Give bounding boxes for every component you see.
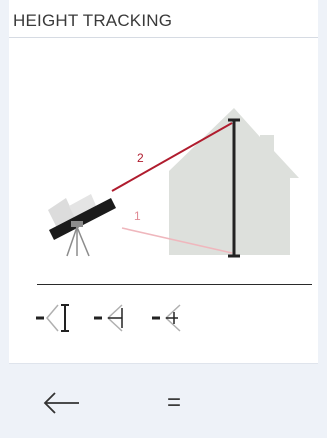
tracking-mode-selector — [30, 296, 230, 340]
frame-right-edge — [318, 0, 327, 438]
lower-line-label: 1 — [134, 209, 141, 223]
upper-measure-line — [111, 122, 233, 192]
mode-button-angle-offset[interactable] — [146, 296, 198, 340]
mode-button-height-bracket[interactable] — [30, 296, 82, 340]
footer-bar: = — [9, 363, 318, 438]
page-title: HEIGHT TRACKING — [13, 11, 173, 30]
angle-mode-icon — [94, 304, 123, 332]
section-divider — [37, 284, 312, 285]
lower-measure-line — [121, 227, 233, 254]
illustration-svg: 2 1 — [48, 108, 299, 258]
equals-button[interactable]: = — [166, 389, 181, 416]
arrow-left-icon — [43, 392, 79, 414]
mode-button-angle[interactable] — [88, 296, 140, 340]
angle-offset-mode-icon — [152, 304, 181, 332]
upper-line-label: 2 — [137, 151, 144, 165]
frame-left-edge — [0, 0, 9, 438]
telescope-icon — [48, 194, 116, 257]
height-tracking-illustration: 2 1 — [9, 38, 318, 278]
height-bracket-mode-icon — [36, 304, 69, 332]
header-bar: HEIGHT TRACKING — [9, 0, 318, 38]
height-marker-icon — [228, 118, 240, 258]
back-button[interactable] — [37, 386, 85, 420]
